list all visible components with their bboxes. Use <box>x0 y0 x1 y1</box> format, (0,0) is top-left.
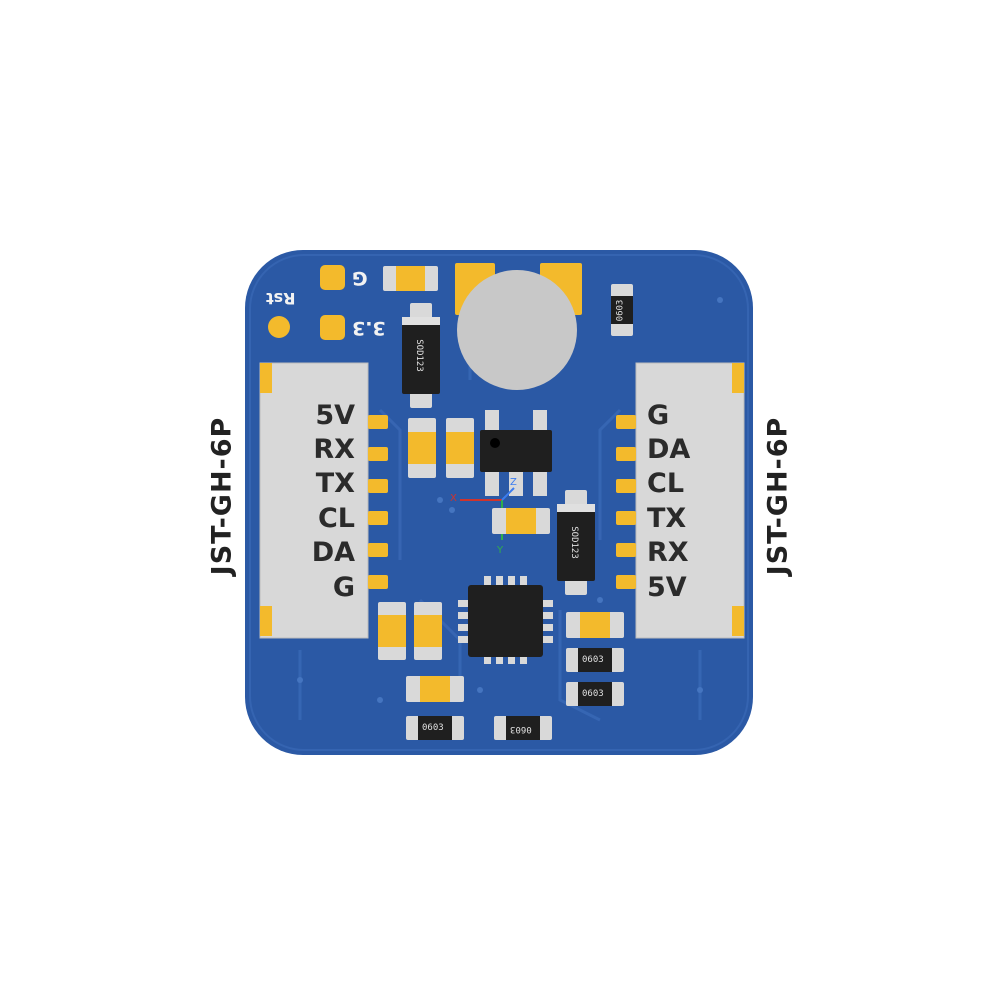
axis-x-label: X <box>450 493 457 504</box>
right-pin-label: G <box>647 400 670 431</box>
axis-y-label: Y <box>497 545 504 556</box>
capacitor-center-3 <box>492 508 550 534</box>
capacitor-center-2 <box>446 418 474 478</box>
qfn-chip <box>458 576 553 664</box>
resistor-bottom-2 <box>494 716 552 740</box>
resistor-mid-2 <box>566 682 624 706</box>
left-pin-label: 5V <box>315 400 355 431</box>
pcb-board <box>245 250 753 755</box>
pkg-label-res-mid-2: 0603 <box>582 689 604 699</box>
right-pin-label: TX <box>647 503 687 534</box>
pkg-label-diode-left: SOD123 <box>413 339 424 372</box>
resistor-top-right <box>611 284 633 336</box>
capacitor-bottom-2 <box>414 602 442 660</box>
silk-g: G <box>352 267 368 289</box>
capacitor-right-1 <box>566 612 624 638</box>
left-pin-label: G <box>332 572 355 603</box>
left-pin-label: CL <box>317 503 355 534</box>
left-connector <box>259 362 388 639</box>
g-pad <box>320 265 345 290</box>
left-pin-label: TX <box>315 468 355 499</box>
capacitor-bottom-1 <box>378 602 406 660</box>
silk-rst: Rst <box>266 289 296 308</box>
left-connector-type-label: JST-GH-6P <box>206 416 238 576</box>
right-connector-type-label: JST-GH-6P <box>762 416 794 576</box>
resistor-mid-1 <box>566 648 624 672</box>
capacitor-top <box>383 266 438 291</box>
pkg-label-res-bot-1: 0603 <box>422 723 444 733</box>
axis-z-label: Z <box>510 477 517 488</box>
rst-pad <box>268 316 290 338</box>
capacitor-center-1 <box>408 418 436 478</box>
right-pin-label: DA <box>647 434 691 465</box>
right-pin-label: 5V <box>647 572 687 603</box>
left-pin-label: DA <box>311 537 355 568</box>
pkg-label-res-mid-1: 0603 <box>582 655 604 665</box>
diode-left <box>402 303 440 408</box>
right-connector <box>616 362 745 639</box>
pcb-inner-edge <box>249 254 749 751</box>
silk-3v3: 3.3 <box>352 317 386 339</box>
buzzer <box>455 263 582 390</box>
pkg-label-res-top-right: 0603 <box>615 299 626 322</box>
v33-pad <box>320 315 345 340</box>
right-pin-label: CL <box>647 468 685 499</box>
right-pin-label: RX <box>647 537 689 568</box>
diode-right <box>557 490 595 595</box>
resistor-bottom-1 <box>406 716 464 740</box>
capacitor-bottom-3 <box>406 676 464 702</box>
pkg-label-res-bot-2: 0603 <box>510 724 532 734</box>
left-pin-label: RX <box>313 434 355 465</box>
pkg-label-diode-right: SOD123 <box>568 526 579 559</box>
